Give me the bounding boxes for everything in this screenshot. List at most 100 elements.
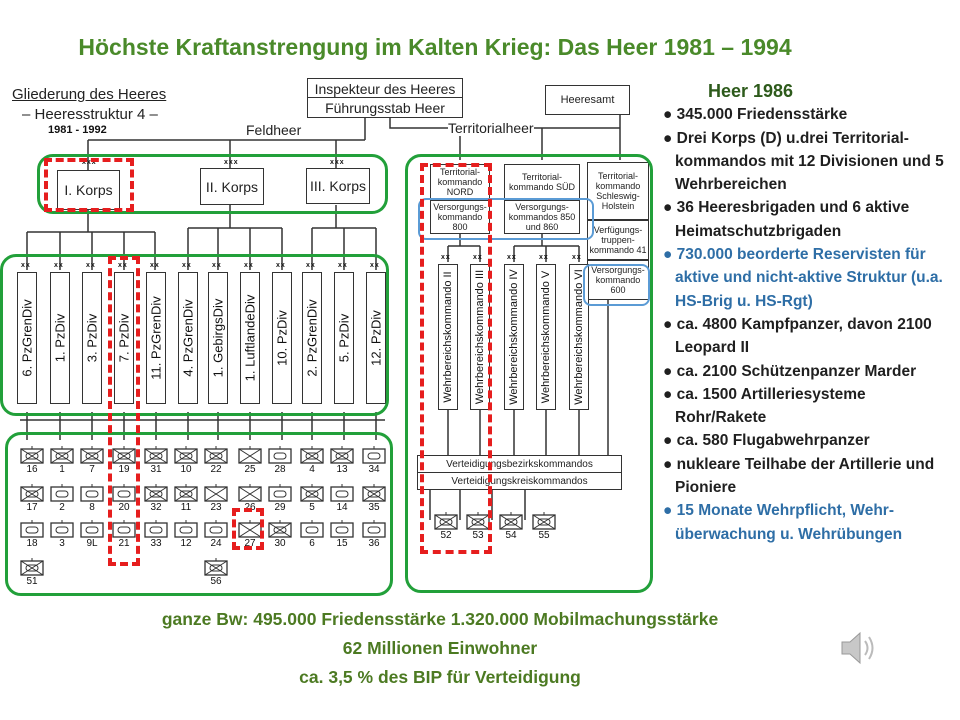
fact-item: ● 730.000 beorderte Reservisten für akti… (663, 243, 953, 313)
brigade-symbol-icon (266, 520, 294, 538)
brigade-symbol-icon (328, 484, 356, 502)
territorialkommando-schleswig-holstein: Territorial-kommando Schleswig-Holstein (587, 162, 649, 220)
wbk-symbol: xx (539, 254, 549, 261)
brigade-number: 17 (26, 502, 38, 513)
wbk-symbol: xx (441, 254, 451, 261)
brigade-number: 11 (180, 502, 192, 513)
brigade-number: 8 (89, 502, 95, 513)
division-symbol: xx (244, 262, 254, 269)
brigade-number: 3 (59, 538, 65, 549)
fact-item: ● nukleare Teilhabe der Artillerie und P… (663, 453, 953, 500)
brigade-symbol-icon (78, 484, 106, 502)
brigade-symbol-icon (142, 520, 170, 538)
division-box: 2. PzGrenDiv (302, 272, 322, 404)
brigade-pzgren: 19 (110, 446, 138, 475)
brigade-pz: 33 (142, 520, 170, 549)
brigade-symbol-icon (18, 520, 46, 538)
facts-panel: Heer 1986 ● 345.000 Friedensstärke● Drei… (663, 80, 953, 546)
brigade-number: 54 (505, 530, 517, 541)
territorialheer-label: Territorialheer (448, 120, 534, 136)
summary-line-2: 62 Millionen Einwohner (342, 638, 538, 658)
highlight-territorial-nord (420, 163, 492, 554)
brigade-number: 15 (336, 538, 348, 549)
brigade-pz: 36 (360, 520, 388, 549)
wehrbereichskommando-box: Wehrbereichskommando IV (504, 264, 524, 410)
division-symbol: xx (276, 262, 286, 269)
heimatschutz-brigade: 55 (530, 512, 558, 541)
fact-item: ● ca. 580 Flugabwehrpanzer (663, 429, 953, 452)
division-box: 1. GebirgsDiv (208, 272, 228, 404)
brigade-symbol-icon (172, 484, 200, 502)
brigade-number: 22 (210, 464, 222, 475)
brigade-symbol-icon (360, 446, 388, 464)
korps-symbol: xxx (82, 159, 97, 166)
brigade-number: 36 (368, 538, 380, 549)
fact-item: ● 345.000 Friedensstärke (663, 103, 953, 126)
brigade-pzgren: 51 (18, 558, 46, 587)
division-box: 7. PzDiv (114, 272, 134, 404)
diagram-heading: Gliederung des Heeres (12, 86, 167, 103)
brigade-jg: 26 (236, 484, 264, 513)
brigade-pzgren: 10 (172, 446, 200, 475)
korps-symbol: xxx (330, 159, 345, 166)
brigade-number: 9L (86, 538, 98, 549)
speaker-icon[interactable] (838, 628, 882, 673)
brigade-number: 5 (309, 502, 315, 513)
brigade-symbol-icon (328, 520, 356, 538)
brigade-symbol-icon (110, 484, 138, 502)
division-box: 4. PzGrenDiv (178, 272, 198, 404)
brigade-symbol-icon (360, 484, 388, 502)
brigade-pz: 15 (328, 520, 356, 549)
brigade-number: 32 (150, 502, 162, 513)
division-box: 5. PzDiv (334, 272, 354, 404)
brigade-pz: 34 (360, 446, 388, 475)
brigade-symbol-icon (202, 520, 230, 538)
brigade-number: 34 (368, 464, 380, 475)
bullet-icon: ● (663, 455, 677, 473)
brigade-number: 25 (244, 464, 256, 475)
division-box: 11. PzGrenDiv (146, 272, 166, 404)
brigade-symbol-icon (298, 446, 326, 464)
brigade-symbol-icon (172, 446, 200, 464)
brigade-number: 31 (150, 464, 162, 475)
fact-text: Drei Korps (D) u.drei Territorial-komman… (675, 129, 944, 194)
highlight-territorial (405, 154, 653, 593)
heeresamt-box: Heeresamt (545, 85, 630, 115)
wehrbereichskommando-box: Wehrbereichskommando II (438, 264, 458, 410)
brigade-jg: 23 (202, 484, 230, 513)
bullet-icon: ● (663, 106, 677, 124)
feldheer-label: Feldheer (246, 122, 302, 138)
division-symbol: xx (86, 262, 96, 269)
bullet-icon: ● (663, 129, 677, 147)
brigade-symbol-icon (18, 484, 46, 502)
brigade-number: 13 (336, 464, 348, 475)
division-symbol: xx (150, 262, 160, 269)
brigade-number: 23 (210, 502, 222, 513)
brigade-symbol-icon (202, 558, 230, 576)
brigade-pz: 9L (78, 520, 106, 549)
brigade-number: 30 (274, 538, 286, 549)
brigade-number: 20 (118, 502, 130, 513)
territorialkommando-nord: Territorial-kommando NORD (430, 164, 490, 200)
division-symbol: xx (338, 262, 348, 269)
brigade-pzgren: 4 (298, 446, 326, 475)
facts-heading: Heer 1986 (708, 81, 794, 101)
fact-text: ca. 1500 Artilleriesysteme Rohr/Rakete (675, 385, 866, 427)
brigade-symbol-icon (202, 484, 230, 502)
brigade-pz: 14 (328, 484, 356, 513)
division-box: 1. PzDiv (50, 272, 70, 404)
brigade-pzgren: 35 (360, 484, 388, 513)
brigade-number: 19 (118, 464, 130, 475)
bullet-icon: ● (663, 199, 677, 217)
division-symbol: xx (306, 262, 316, 269)
brigade-pz: 28 (266, 446, 294, 475)
brigade-pzgren: 56 (202, 558, 230, 587)
bullet-icon: ● (663, 502, 677, 520)
fact-text: nukleare Teilhabe der Artillerie und Pio… (675, 455, 935, 497)
versorgungskommando-600: Versorgungs-kommando 600 (587, 260, 649, 300)
brigade-number: 4 (309, 464, 315, 475)
fact-item: ● Drei Korps (D) u.drei Territorial-komm… (663, 127, 953, 197)
heimatschutz-brigade: 52 (432, 512, 460, 541)
brigade-number: 52 (440, 530, 452, 541)
brigade-number: 18 (26, 538, 38, 549)
